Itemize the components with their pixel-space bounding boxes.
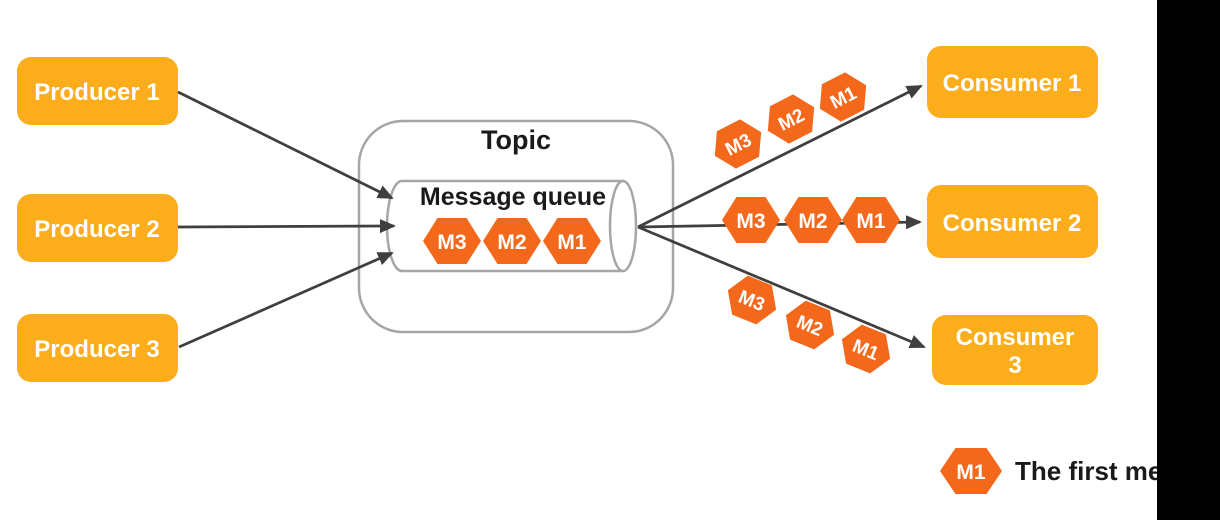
message-hexagon	[727, 275, 777, 325]
producer-box	[17, 194, 178, 262]
message-hexagon	[940, 448, 1002, 494]
message-label: M1	[856, 210, 885, 233]
message-queue-label: Message queue	[420, 183, 606, 211]
flow-c1-message-m1: M1	[819, 72, 867, 122]
message-hexagon	[841, 324, 891, 374]
flow-c3-message-m2: M2	[785, 300, 835, 350]
message-hexagon	[543, 218, 601, 264]
flow-c2-message-m2: M2	[784, 197, 842, 243]
message-label: M2	[497, 231, 526, 254]
consumer-label: Consumer 2	[943, 210, 1082, 237]
arrow-producer1-to-topic	[177, 90, 394, 200]
queue-message-m2: M2	[483, 218, 541, 264]
arrow-topic-to-consumer1	[637, 84, 923, 229]
arrow-topic-to-consumer3	[637, 225, 926, 349]
message-queue-cylinder-cap	[608, 179, 638, 273]
consumer-box	[927, 185, 1098, 258]
legend-badge-label: M1	[956, 461, 985, 484]
message-hexagon	[784, 197, 842, 243]
consumer-box	[927, 46, 1098, 118]
flow-c3-message-m3: M3	[727, 275, 777, 325]
consumer-1-node: Consumer 1	[927, 46, 1098, 118]
flow-c1-message-m3: M3	[714, 119, 762, 169]
message-label: M3	[437, 231, 466, 254]
message-hexagon	[423, 218, 481, 264]
producer-box	[17, 57, 178, 125]
consumer-label-line1: Consumer	[956, 324, 1075, 351]
right-crop-bar	[1157, 0, 1220, 520]
message-hexagon	[722, 197, 780, 243]
message-hexagon	[785, 300, 835, 350]
queue-message-m1: M1	[543, 218, 601, 264]
message-label: M3	[736, 210, 765, 233]
producer-label: Producer 1	[34, 79, 159, 106]
message-label: M1	[557, 231, 586, 254]
producer-2-node: Producer 2	[17, 194, 178, 262]
legend: M1 The first mess	[940, 448, 1191, 494]
flow-c1-message-m2: M2	[767, 94, 815, 144]
consumer-2-node: Consumer 2	[927, 185, 1098, 258]
producer-label: Producer 3	[34, 336, 159, 363]
producer-1-node: Producer 1	[17, 57, 178, 125]
message-hexagon	[819, 72, 867, 122]
consumer-3-node: Consumer 3	[932, 315, 1098, 385]
producer-3-node: Producer 3	[17, 314, 178, 382]
consumer-label: Consumer 1	[943, 70, 1082, 97]
producer-label: Producer 2	[34, 216, 159, 243]
message-hexagon	[483, 218, 541, 264]
queue-message-m3: M3	[423, 218, 481, 264]
message-hexagon	[714, 119, 762, 169]
arrow-producer3-to-topic	[178, 251, 394, 349]
consumer-box	[932, 315, 1098, 385]
producer-box	[17, 314, 178, 382]
topic-title: Topic	[481, 125, 551, 155]
arrow-producer2-to-topic	[177, 219, 396, 234]
message-hexagon	[767, 94, 815, 144]
flow-c2-message-m1: M1	[842, 197, 900, 243]
topic-container: Topic Message queue M3 M2 M1	[357, 119, 675, 334]
flow-c2-message-m3: M3	[722, 197, 780, 243]
consumer-label-line2: 3	[1008, 352, 1021, 379]
flow-c3-message-m1: M1	[841, 324, 891, 374]
message-label: M2	[798, 210, 827, 233]
message-hexagon	[842, 197, 900, 243]
legend-message-badge: M1	[940, 448, 1002, 494]
